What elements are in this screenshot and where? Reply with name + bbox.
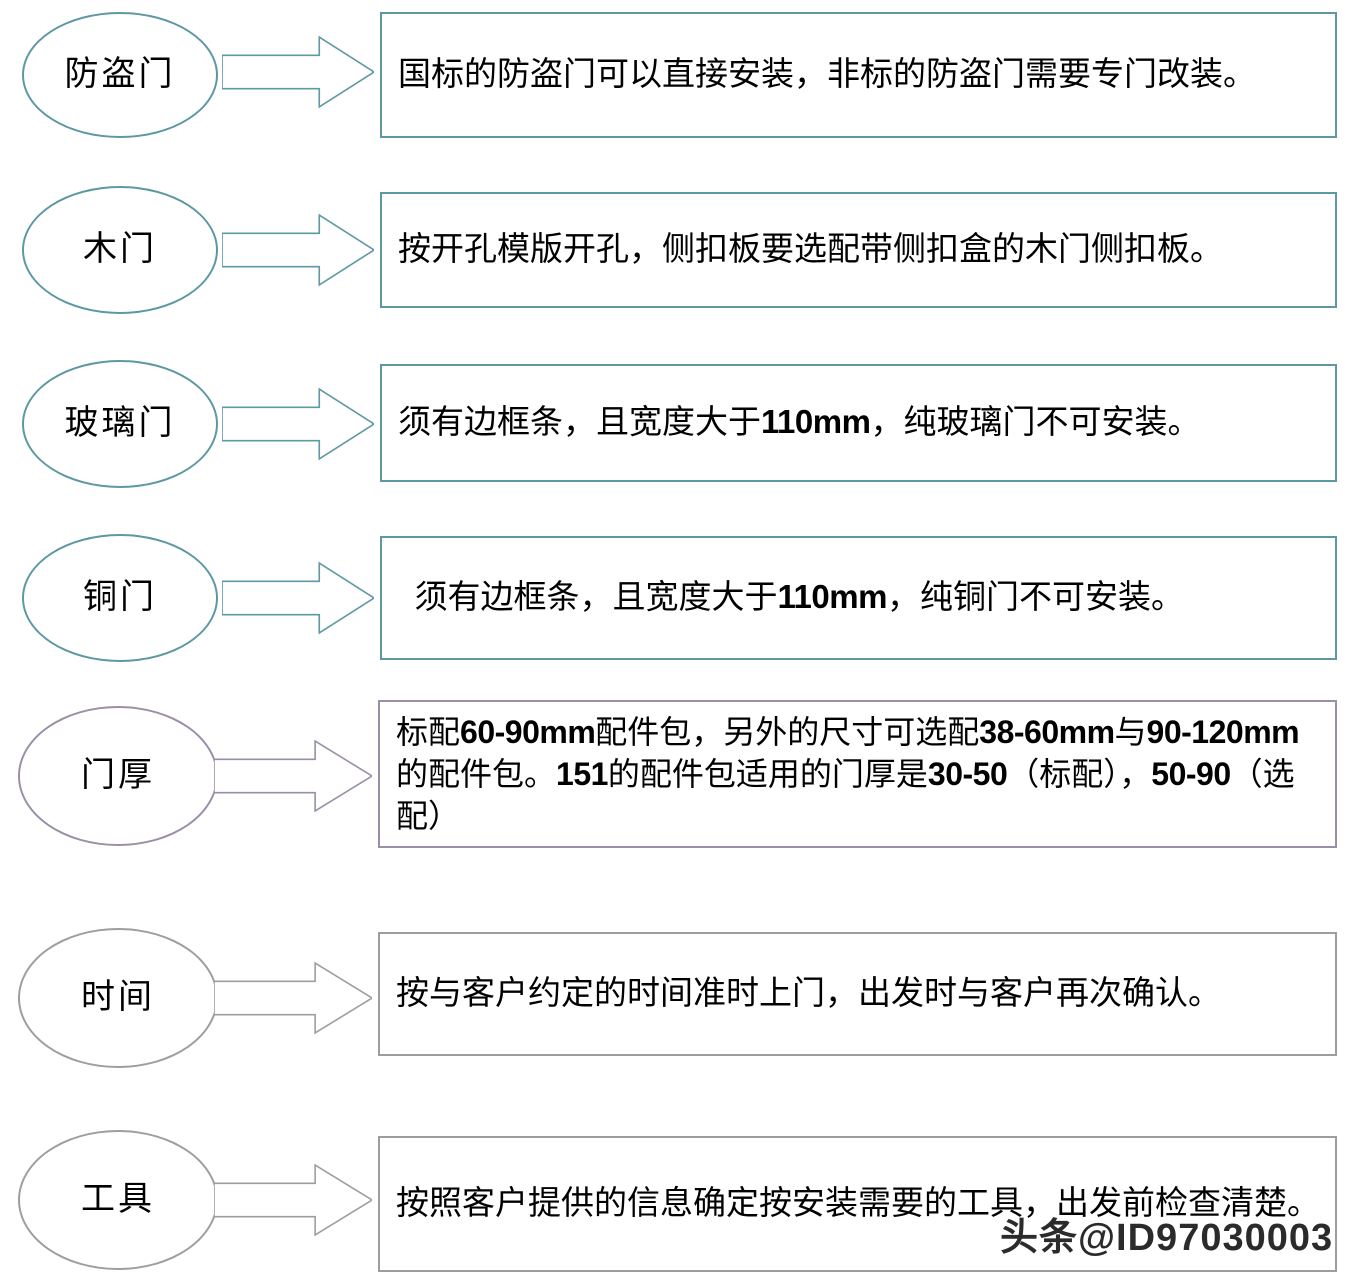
detail-box-inner: 标配60-90mm配件包，另外的尺寸可选配38-60mm与90-120mm的配件…	[380, 711, 1335, 838]
detail-box-menhou: 标配60-90mm配件包，另外的尺寸可选配38-60mm与90-120mm的配件…	[378, 700, 1337, 848]
detail-box-text: 按与客户约定的时间准时上门，出发时与客户再次确认。	[396, 975, 1221, 1012]
arrow-shijian-icon	[214, 960, 372, 1036]
category-ellipse-label: 时间	[81, 979, 155, 1016]
detail-box-inner: 按与客户约定的时间准时上门，出发时与客户再次确认。	[380, 973, 1335, 1016]
category-ellipse-label: 门厚	[81, 757, 155, 794]
category-ellipse-menhou[interactable]: 门厚	[18, 706, 218, 846]
category-ellipse-gongju[interactable]: 工具	[18, 1130, 218, 1270]
arrow-gongju-icon	[214, 1162, 372, 1238]
arrow-menhou-icon	[214, 738, 372, 814]
category-ellipse-mumen[interactable]: 木门	[22, 186, 218, 314]
arrow-bolimen-icon	[222, 386, 374, 462]
category-ellipse-label: 木门	[83, 231, 157, 268]
detail-box-inner: 按开孔模版开孔，侧扣板要选配带侧扣盒的木门侧扣板。	[382, 229, 1335, 272]
category-ellipse-tongmen[interactable]: 铜门	[22, 534, 218, 662]
detail-box-gongju: 按照客户提供的信息确定按安装需要的工具，出发前检查清楚。	[378, 1136, 1337, 1272]
watermark-label: 头条@ID97030003	[1000, 1217, 1334, 1259]
detail-box-tongmen: 须有边框条，且宽度大于110mm，纯铜门不可安装。	[380, 536, 1337, 660]
arrow-mumen-icon	[222, 212, 374, 288]
detail-box-inner: 国标的防盗门可以直接安装，非标的防盗门需要专门改装。	[382, 54, 1335, 97]
category-ellipse-label: 防盗门	[64, 56, 176, 93]
detail-box-bolimen: 须有边框条，且宽度大于110mm，纯玻璃门不可安装。	[380, 364, 1337, 482]
detail-box-text: 按照客户提供的信息确定按安装需要的工具，出发前检查清楚。	[396, 1185, 1320, 1222]
detail-box-text: 标配60-90mm配件包，另外的尺寸可选配38-60mm与90-120mm的配件…	[396, 713, 1300, 835]
category-ellipse-label: 铜门	[83, 579, 157, 616]
detail-box-text: 按开孔模版开孔，侧扣板要选配带侧扣盒的木门侧扣板。	[398, 231, 1223, 268]
detail-box-text: 须有边框条，且宽度大于110mm，纯玻璃门不可安装。	[398, 403, 1201, 442]
detail-box-inner: 须有边框条，且宽度大于110mm，纯玻璃门不可安装。	[382, 401, 1335, 445]
detail-box-inner: 按照客户提供的信息确定按安装需要的工具，出发前检查清楚。	[380, 1183, 1335, 1226]
category-ellipse-bolimen[interactable]: 玻璃门	[22, 360, 218, 488]
category-ellipse-label: 玻璃门	[64, 405, 176, 442]
category-ellipse-label: 工具	[81, 1181, 155, 1218]
arrow-tongmen-icon	[222, 560, 374, 636]
detail-box-inner: 须有边框条，且宽度大于110mm，纯铜门不可安装。	[382, 576, 1335, 620]
category-ellipse-shijian[interactable]: 时间	[18, 928, 218, 1068]
detail-box-text: 国标的防盗门可以直接安装，非标的防盗门需要专门改装。	[398, 56, 1256, 93]
detail-box-shijian: 按与客户约定的时间准时上门，出发时与客户再次确认。	[378, 932, 1337, 1056]
detail-box-mumen: 按开孔模版开孔，侧扣板要选配带侧扣盒的木门侧扣板。	[380, 192, 1337, 308]
detail-box-fangdaomen: 国标的防盗门可以直接安装，非标的防盗门需要专门改装。	[380, 12, 1337, 138]
arrow-fangdaomen-icon	[222, 34, 374, 110]
category-ellipse-fangdaomen[interactable]: 防盗门	[22, 12, 218, 138]
detail-box-text: 须有边框条，且宽度大于110mm，纯铜门不可安装。	[398, 578, 1184, 617]
